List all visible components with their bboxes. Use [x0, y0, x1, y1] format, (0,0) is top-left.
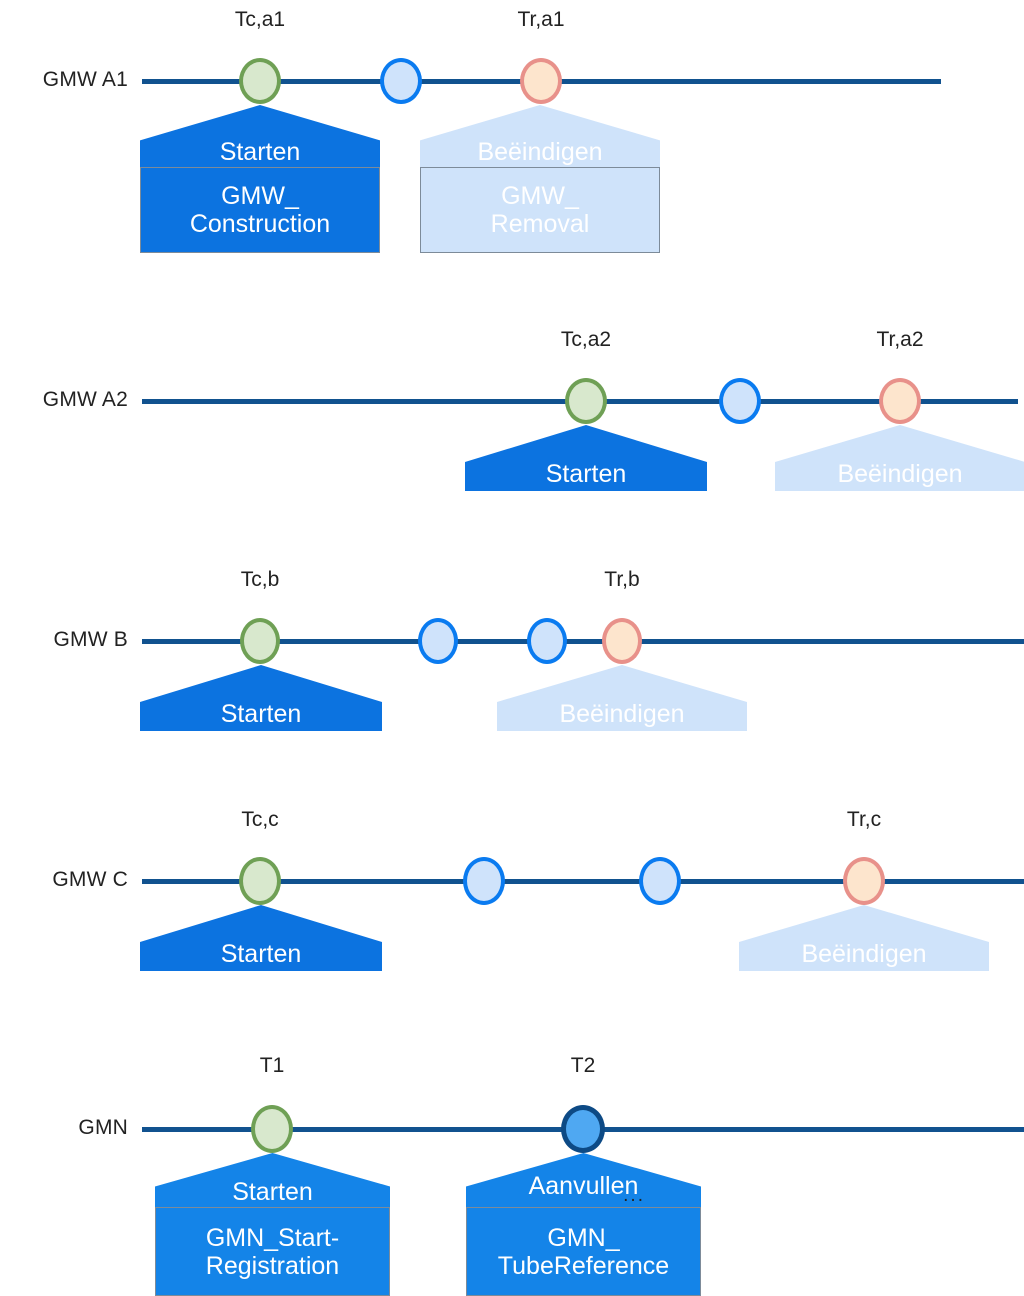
house-roof-label: Aanvullen: [528, 1171, 639, 1200]
node-end[interactable]: [843, 857, 885, 905]
tick-label-t1: T1: [259, 1054, 285, 1077]
node-event-2[interactable]: [527, 618, 567, 664]
tick-label-tr-b: Tr,b: [604, 568, 640, 591]
house-beeindigen[interactable]: Beëindigen: [739, 905, 989, 971]
house-body: GMW_ Removal: [420, 167, 660, 253]
tick-label-tc-a2: Tc,a2: [560, 328, 612, 351]
node-end[interactable]: [879, 378, 921, 424]
house-roof-label: Beëindigen: [559, 699, 685, 728]
house-roof: Beëindigen: [775, 425, 1024, 491]
timeline-row-gmw-b: GMW B Tc,b Tr,b Starten Beëindigen: [0, 560, 1024, 760]
house-roof: Starten: [140, 665, 382, 731]
house-starten[interactable]: Starten: [140, 665, 382, 731]
node-start[interactable]: [240, 618, 280, 664]
node-event-1[interactable]: [463, 857, 505, 905]
row-label-gmw-b: GMW B: [53, 628, 128, 651]
house-roof: Starten: [465, 425, 707, 491]
house-roof-label: Beëindigen: [801, 939, 927, 968]
house-roof: Aanvullen ...: [466, 1153, 701, 1207]
house-roof: Starten: [155, 1153, 390, 1207]
house-body: GMN_Start- Registration: [155, 1207, 390, 1296]
tick-label-tc-b: Tc,b: [240, 568, 280, 591]
house-roof-label: Starten: [220, 939, 302, 968]
node-start[interactable]: [251, 1105, 293, 1153]
house-roof: Starten: [140, 905, 382, 971]
house-roof-label: Beëindigen: [837, 459, 963, 488]
tick-label-tc-a1: Tc,a1: [234, 8, 286, 31]
node-start[interactable]: [565, 378, 607, 424]
row-label-gmn: GMN: [78, 1116, 128, 1139]
house-beeindigen[interactable]: Beëindigen: [775, 425, 1024, 491]
house-roof: Beëindigen: [497, 665, 747, 731]
node-event[interactable]: [719, 378, 761, 424]
node-event-2[interactable]: [639, 857, 681, 905]
tick-label-t2: T2: [570, 1054, 596, 1077]
house-roof: Beëindigen: [739, 905, 989, 971]
house-roof: Beëindigen: [420, 105, 660, 167]
house-starten[interactable]: Starten: [140, 905, 382, 971]
house-body-label: GMW_ Construction: [189, 182, 331, 238]
node-end[interactable]: [520, 58, 562, 104]
house-starten[interactable]: Starten: [465, 425, 707, 491]
house-gmn-startregistration[interactable]: Starten GMN_Start- Registration: [155, 1153, 390, 1296]
tick-label-tr-a2: Tr,a2: [876, 328, 924, 351]
tick-label-tr-a1: Tr,a1: [517, 8, 565, 31]
house-roof-label: Starten: [219, 137, 301, 166]
tick-label-tc-c: Tc,c: [241, 808, 279, 831]
house-removal[interactable]: Beëindigen GMW_ Removal: [420, 105, 660, 253]
house-body-label: GMW_ Removal: [490, 182, 590, 238]
house-roof-label: Starten: [545, 459, 627, 488]
node-event[interactable]: [380, 58, 422, 104]
house-body: GMN_ TubeReference: [466, 1207, 701, 1296]
timeline-axis: [142, 639, 1024, 644]
house-roof: Starten: [140, 105, 380, 167]
house-beeindigen[interactable]: Beëindigen: [497, 665, 747, 731]
house-roof-label: Starten: [220, 699, 302, 728]
timeline-row-gmw-a1: GMW A1 Tc,a1 Tr,a1 Starten GMW_ Construc…: [0, 0, 1024, 270]
row-label-gmw-a2: GMW A2: [42, 388, 128, 411]
node-start[interactable]: [239, 857, 281, 905]
tick-label-tr-c: Tr,c: [846, 808, 882, 831]
node-supplement[interactable]: [561, 1105, 605, 1153]
row-label-gmw-c: GMW C: [52, 868, 128, 891]
timeline-row-gmw-a2: GMW A2 Tc,a2 Tr,a2 Starten Beëindigen: [0, 320, 1024, 520]
house-construction[interactable]: Starten GMW_ Construction: [140, 105, 380, 253]
node-start[interactable]: [239, 58, 281, 104]
house-roof-label: Beëindigen: [477, 137, 603, 166]
row-label-gmw-a1: GMW A1: [42, 68, 128, 91]
timeline-axis: [142, 879, 1024, 884]
house-gmn-tubereference[interactable]: Aanvullen ... GMN_ TubeReference: [466, 1153, 701, 1296]
roof-label-ellipsis: ...: [623, 1185, 645, 1206]
house-body-label: GMN_Start- Registration: [205, 1223, 340, 1280]
house-roof-label: Starten: [232, 1177, 313, 1206]
timeline-row-gmw-c: GMW C Tc,c Tr,c Starten Beëindigen: [0, 800, 1024, 1000]
house-body-label: GMN_ TubeReference: [497, 1223, 670, 1280]
node-end[interactable]: [602, 618, 642, 664]
node-event-1[interactable]: [418, 618, 458, 664]
timeline-row-gmn: GMN T1 T2 Starten GMN_Start- Registratio…: [0, 1040, 1024, 1296]
house-body: GMW_ Construction: [140, 167, 380, 253]
